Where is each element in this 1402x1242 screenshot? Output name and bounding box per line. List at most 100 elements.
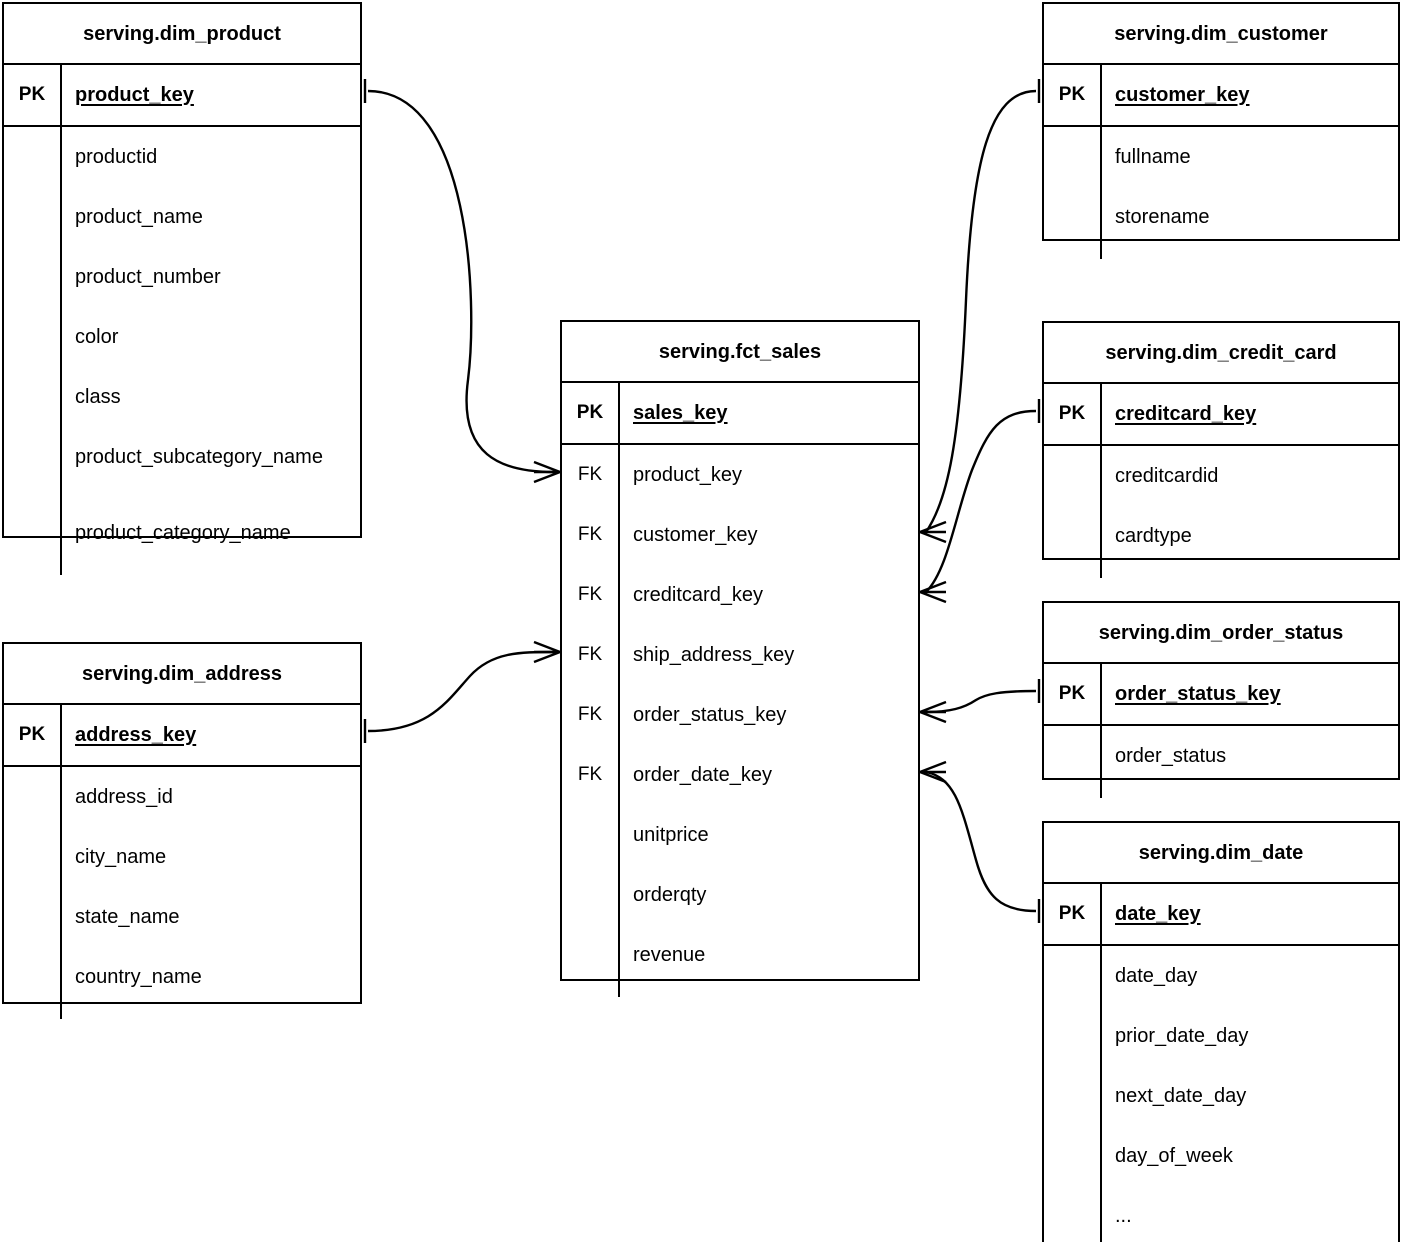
attr-next-date-day: next_date_day	[1115, 1085, 1247, 1107]
pk-row-fct-sales: PK sales_key	[562, 383, 918, 445]
pk-badge: PK	[1044, 65, 1102, 125]
attr-order-status-key: order_status_key	[633, 704, 787, 726]
attr-customer-key: customer_key	[633, 524, 758, 546]
attr-key	[1044, 199, 1100, 259]
attr-creditcardid: creditcardid	[1115, 465, 1219, 487]
attr-key	[4, 319, 60, 379]
attr-key	[1044, 458, 1100, 518]
attr-prior-date-day: prior_date_day	[1115, 1025, 1249, 1047]
attr-color: color	[75, 326, 119, 348]
attr-key	[4, 899, 60, 959]
crowsfoot-order-status	[919, 700, 947, 724]
attribute-name-column: order_status	[1102, 726, 1398, 798]
attr-order-date-key: order_date_key	[633, 764, 772, 786]
entity-dim-order-status[interactable]: serving.dim_order_status PK order_status…	[1042, 601, 1400, 798]
pk-badge: PK	[562, 383, 620, 443]
crowsfoot-product	[533, 460, 561, 484]
entity-title-dim-credit-card: serving.dim_credit_card	[1044, 323, 1398, 384]
attr-fullname: fullname	[1115, 146, 1191, 168]
attr-cardtype: cardtype	[1115, 525, 1192, 547]
attribute-list-dim-credit-card: creditcardid cardtype	[1044, 446, 1398, 578]
attr-address-id: address_id	[75, 786, 173, 808]
pk-row-dim-order-status: PK order_status_key	[1044, 664, 1398, 726]
attr-storename: storename	[1115, 206, 1210, 228]
fk-badge-product-key: FK	[577, 464, 603, 485]
pk-row-dim-customer: PK customer_key	[1044, 65, 1398, 127]
relationship-order-status	[919, 679, 1041, 724]
attr-product-key: product_key	[633, 464, 742, 486]
relationship-customer	[919, 79, 1041, 544]
pk-field-order-status-key: order_status_key	[1115, 682, 1281, 705]
entity-title-fct-sales: serving.fct_sales	[562, 322, 918, 383]
entity-title-dim-address: serving.dim_address	[4, 644, 360, 705]
attribute-key-column	[1044, 726, 1102, 798]
attribute-key-column	[1044, 127, 1102, 259]
relationship-product	[363, 79, 561, 484]
attribute-key-column	[4, 767, 62, 1019]
attr-state-name: state_name	[75, 906, 180, 928]
attr-key	[1044, 1018, 1100, 1078]
entity-dim-credit-card[interactable]: serving.dim_credit_card PK creditcard_ke…	[1042, 321, 1400, 578]
attr-key	[1044, 139, 1100, 199]
pk-badge: PK	[1044, 664, 1102, 724]
fk-badge-creditcard-key: FK	[577, 584, 603, 605]
attr-key	[1044, 1078, 1100, 1138]
entity-dim-date[interactable]: serving.dim_date PK date_key date_day pr…	[1042, 821, 1400, 1242]
entity-fct-sales[interactable]: serving.fct_sales PK sales_key FK FK FK …	[560, 320, 920, 997]
entity-dim-product[interactable]: serving.dim_product PK product_key produ…	[2, 2, 362, 575]
attr-key	[4, 439, 60, 515]
attribute-key-column	[1044, 946, 1102, 1242]
attr-key	[4, 959, 60, 1019]
relationship-date	[919, 760, 1041, 923]
attribute-list-dim-customer: fullname storename	[1044, 127, 1398, 259]
fk-badge-customer-key: FK	[577, 524, 603, 545]
attr-key	[562, 937, 618, 997]
attr-creditcard-key: creditcard_key	[633, 584, 764, 606]
attr-day-of-week: day_of_week	[1115, 1145, 1233, 1167]
entity-dim-address[interactable]: serving.dim_address PK address_key addre…	[2, 642, 362, 1019]
pk-field-product-key: product_key	[75, 83, 194, 106]
attr-key	[4, 139, 60, 199]
attr-key	[4, 379, 60, 439]
pk-field-creditcard-key: creditcard_key	[1115, 402, 1257, 425]
pk-field-date-key: date_key	[1115, 902, 1201, 925]
attr-key	[1044, 518, 1100, 578]
attribute-key-column: FK FK FK FK FK FK	[562, 445, 620, 997]
attr-key	[4, 515, 60, 575]
attribute-list-dim-order-status: order_status	[1044, 726, 1398, 798]
attr-key	[1044, 1198, 1100, 1242]
attribute-key-column	[4, 127, 62, 575]
attr-city-name: city_name	[75, 846, 167, 868]
pk-field-address-key: address_key	[75, 723, 197, 746]
fk-badge-order-date-key: FK	[577, 764, 603, 785]
attr-orderqty: orderqty	[633, 884, 707, 906]
pk-badge: PK	[1044, 884, 1102, 944]
attr-key	[1044, 1138, 1100, 1198]
entity-dim-customer[interactable]: serving.dim_customer PK customer_key ful…	[1042, 2, 1400, 259]
pk-badge: PK	[4, 65, 62, 125]
entity-title-dim-order-status: serving.dim_order_status	[1044, 603, 1398, 664]
relationship-credit-card	[919, 399, 1041, 604]
attribute-name-column: date_day prior_date_day next_date_day da…	[1102, 946, 1398, 1242]
attribute-name-column: fullname storename	[1102, 127, 1398, 259]
attr-ship-address-key: ship_address_key	[633, 644, 795, 666]
attr-key	[562, 817, 618, 877]
attr-key	[4, 839, 60, 899]
attribute-list-dim-product: productid product_name product_number co…	[4, 127, 360, 575]
pk-row-dim-product: PK product_key	[4, 65, 360, 127]
crowsfoot-customer	[919, 520, 947, 544]
attribute-name-column: address_id city_name state_name country_…	[62, 767, 360, 1019]
entity-title-dim-date: serving.dim_date	[1044, 823, 1398, 884]
attribute-list-dim-date: date_day prior_date_day next_date_day da…	[1044, 946, 1398, 1242]
attribute-list-dim-address: address_id city_name state_name country_…	[4, 767, 360, 1019]
pk-row-dim-address: PK address_key	[4, 705, 360, 767]
attr-ellipsis: ...	[1115, 1205, 1132, 1227]
entity-title-dim-customer: serving.dim_customer	[1044, 4, 1398, 65]
attr-class: class	[75, 386, 121, 408]
attr-productid: productid	[75, 146, 158, 168]
crowsfoot-credit-card	[919, 580, 947, 604]
attr-date-day: date_day	[1115, 965, 1198, 987]
attribute-name-column: productid product_name product_number co…	[62, 127, 360, 575]
attribute-name-column: product_key customer_key creditcard_key …	[620, 445, 918, 997]
